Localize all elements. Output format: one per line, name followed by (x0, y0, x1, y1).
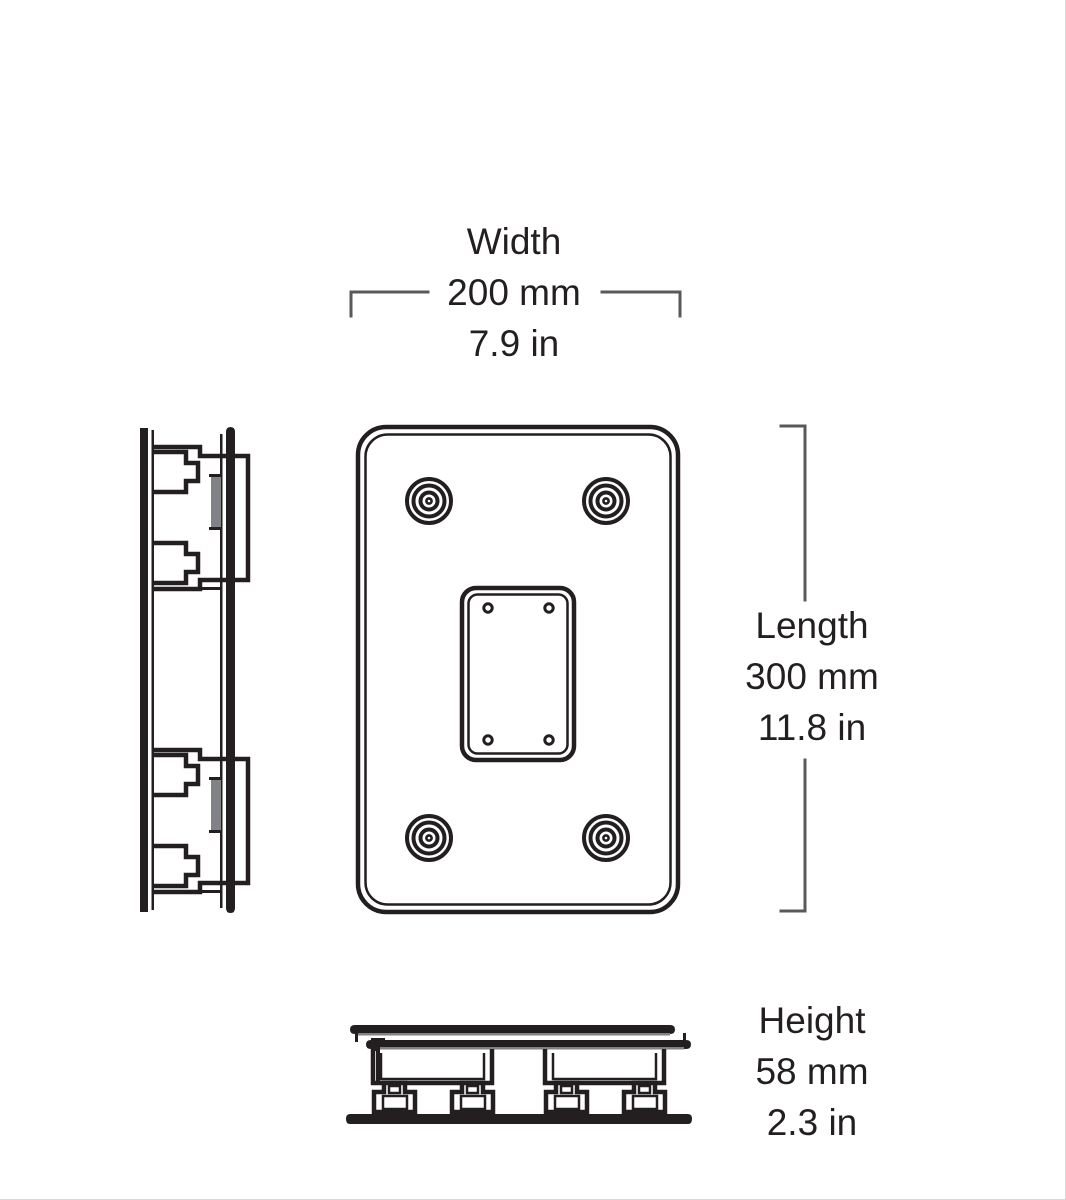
mounting-pad-ring-middle (588, 483, 624, 519)
center-plate-hole-bottom-left (482, 734, 494, 746)
mounting-pad-bottom-right (582, 814, 630, 862)
side-view-lower-tie-line (154, 890, 222, 893)
length-label-title: Length (755, 605, 869, 646)
side-view-lower-bracket-front-edge (246, 759, 249, 883)
mounting-pad-ring-middle (411, 820, 447, 856)
front-view-plate-right-return (683, 1033, 686, 1042)
center-plate-hole-bottom-right (543, 734, 555, 746)
mounting-pad-center-hole (602, 834, 610, 842)
mounting-pad-ring-inner (595, 827, 617, 849)
side-view-back-plate (140, 428, 148, 912)
side-view-upper-boss-2 (154, 540, 201, 586)
front-view-foot-c-stud (559, 1084, 574, 1095)
side-view-lower-boss-1 (154, 752, 201, 798)
center-plate-hole-top-left (482, 602, 494, 614)
mounting-pad-ring-outer (582, 477, 630, 525)
front-view-right-bracket-arch (542, 1049, 667, 1086)
length-label-metric: 300 mm (745, 656, 879, 697)
width-dimension-label: Width 200 mm 7.9 in (374, 216, 654, 369)
length-label-imperial: 11.8 in (757, 707, 867, 748)
front-view-plate-shade-upper (357, 1033, 670, 1036)
side-view-upper-tie-line (154, 587, 222, 590)
front-view-foot-d-base-inner (631, 1094, 659, 1111)
center-plate-hole-top-right (543, 602, 555, 614)
front-view-foot-b-base-inner (459, 1094, 487, 1111)
height-label-metric: 58 mm (755, 1051, 869, 1092)
side-view-back-plate-inner-line (151, 430, 154, 910)
mounting-pad-top-right (582, 477, 630, 525)
side-view-upper-boss-1 (154, 449, 201, 495)
width-dim-left-tick (349, 290, 430, 318)
front-view-foot-d-stud (637, 1084, 652, 1095)
center-plate-hole-group (482, 602, 555, 746)
side-view-lower-pad-bottom-edge (209, 830, 222, 833)
front-view-foot-c (543, 1080, 590, 1115)
mounting-pad-ring-outer (582, 814, 630, 862)
front-view-foot-a-base-inner (381, 1094, 409, 1111)
length-dimension-line (779, 424, 807, 913)
mounting-pad-ring-inner (595, 490, 617, 512)
height-label-imperial: 2.3 in (766, 1102, 858, 1143)
center-plate-inner-outline (467, 593, 569, 755)
front-view-right-bracket-arch-inner (551, 1053, 658, 1081)
side-view-lower-boss-2 (154, 843, 201, 889)
width-label-metric: 200 mm (447, 272, 581, 313)
side-view-front-plate-inner-line (220, 434, 223, 908)
side-view-lower-pad-top-edge (209, 777, 222, 780)
length-dimension-label: Length 300 mm 11.8 in (690, 600, 934, 753)
front-view-right-foot-bracket (542, 1049, 668, 1115)
top-view-plate-inner-outline (364, 433, 672, 906)
mounting-pad-bottom-left (405, 814, 453, 862)
width-label-title: Width (466, 221, 562, 262)
side-view-front-plate (226, 427, 235, 913)
front-view-top-plate (350, 1025, 675, 1034)
side-view-lower-pad-shade (211, 779, 221, 831)
front-view-plate-left-return (355, 1033, 358, 1042)
front-view-plate-shade-lower (373, 1047, 684, 1050)
side-view-upper-bracket-front-edge (246, 456, 249, 580)
front-view-base-line (346, 1114, 692, 1124)
side-view-upper-pad-shade (211, 476, 221, 528)
center-mount-plate (459, 585, 577, 763)
front-view-left-bracket-arch-inner (379, 1053, 486, 1081)
mounting-pad-ring-inner (418, 827, 440, 849)
front-view-foot-b-stud (465, 1084, 480, 1095)
width-label-imperial: 7.9 in (468, 323, 560, 364)
front-view-top-plate-offset (366, 1040, 691, 1049)
top-view (355, 424, 681, 915)
mounting-pad-ring-middle (411, 483, 447, 519)
length-dim-top-tick (779, 424, 807, 602)
side-view-upper-pad-bottom-edge (209, 527, 222, 530)
mounting-pad-center-hole (425, 497, 433, 505)
front-view-left-bracket-arch (370, 1049, 495, 1086)
front-view-foot-a-stud (387, 1084, 402, 1095)
mounting-pad-center-hole (425, 834, 433, 842)
front-view-foot-d (621, 1080, 668, 1115)
height-label-title: Height (758, 1000, 866, 1041)
mounting-pad-center-hole (602, 497, 610, 505)
mounting-pad-ring-inner (418, 490, 440, 512)
front-view (346, 1025, 692, 1124)
front-view-foot-b (449, 1080, 496, 1115)
width-dim-right-tick (600, 290, 682, 318)
mounting-pad-ring-outer (405, 814, 453, 862)
length-dim-bottom-tick (779, 758, 807, 913)
mounting-pad-ring-middle (588, 820, 624, 856)
front-view-foot-c-base-inner (553, 1094, 581, 1111)
mounting-pad-ring-outer (405, 477, 453, 525)
side-view (140, 427, 251, 913)
side-view-upper-pad-top-edge (209, 474, 222, 477)
height-dimension-label: Height 58 mm 2.3 in (690, 995, 934, 1148)
width-dimension-line (349, 290, 682, 318)
mounting-pad-top-left (405, 477, 453, 525)
front-view-foot-a (371, 1080, 418, 1115)
front-view-left-foot-bracket (370, 1038, 496, 1115)
center-plate-outer-outline (459, 585, 577, 763)
